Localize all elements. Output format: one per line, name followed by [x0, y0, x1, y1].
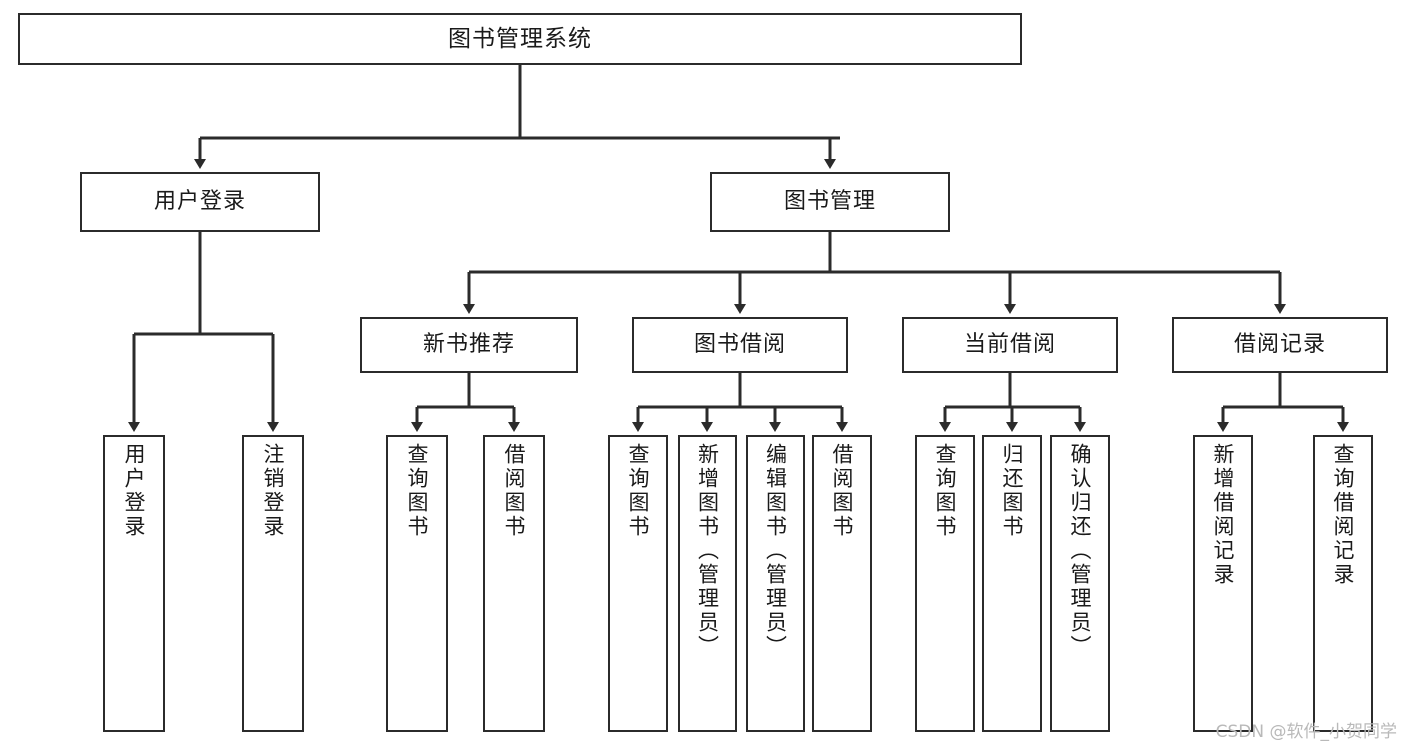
node-leaf-edit-book-admin-label: 编辑图书（管理员） — [763, 443, 788, 659]
node-new-book-recommend[interactable]: 新书推荐 — [360, 317, 578, 373]
node-leaf-user-login-label: 用户登录 — [122, 443, 147, 539]
node-leaf-return-book[interactable]: 归还图书 — [982, 435, 1042, 732]
node-user-login[interactable]: 用户登录 — [80, 172, 320, 232]
node-leaf-query-book-2-label: 查询图书 — [626, 443, 651, 539]
node-leaf-edit-book-admin[interactable]: 编辑图书（管理员） — [746, 435, 805, 732]
node-borrow-record[interactable]: 借阅记录 — [1172, 317, 1388, 373]
node-leaf-logout[interactable]: 注销登录 — [242, 435, 304, 732]
node-leaf-add-borrow-record-label: 新增借阅记录 — [1211, 443, 1236, 587]
node-current-borrow-label: 当前借阅 — [963, 331, 1056, 357]
node-root-label: 图书管理系统 — [448, 25, 592, 52]
node-leaf-add-book-admin-label: 新增图书（管理员） — [695, 443, 720, 659]
node-leaf-borrow-book-2-label: 借阅图书 — [830, 443, 855, 539]
node-new-book-recommend-label: 新书推荐 — [422, 331, 515, 357]
node-leaf-add-borrow-record[interactable]: 新增借阅记录 — [1193, 435, 1253, 732]
node-user-login-label: 用户登录 — [153, 188, 246, 214]
node-leaf-return-book-label: 归还图书 — [1000, 443, 1025, 539]
node-book-manage-label: 图书管理 — [783, 188, 876, 214]
node-leaf-borrow-book-1[interactable]: 借阅图书 — [483, 435, 545, 732]
node-book-manage[interactable]: 图书管理 — [710, 172, 950, 232]
node-leaf-logout-label: 注销登录 — [261, 443, 286, 539]
watermark-text: CSDN @软件_小贺同学 — [1215, 722, 1397, 742]
node-root[interactable]: 图书管理系统 — [18, 13, 1022, 65]
node-leaf-query-book-2[interactable]: 查询图书 — [608, 435, 668, 732]
node-leaf-query-borrow-record[interactable]: 查询借阅记录 — [1313, 435, 1373, 732]
node-leaf-borrow-book-2[interactable]: 借阅图书 — [812, 435, 872, 732]
node-book-borrow-label: 图书借阅 — [693, 331, 786, 357]
node-leaf-confirm-return-admin-label: 确认归还（管理员） — [1068, 443, 1093, 659]
node-leaf-query-book-3[interactable]: 查询图书 — [915, 435, 975, 732]
node-leaf-borrow-book-1-label: 借阅图书 — [502, 443, 527, 539]
node-current-borrow[interactable]: 当前借阅 — [902, 317, 1118, 373]
node-leaf-add-book-admin[interactable]: 新增图书（管理员） — [678, 435, 737, 732]
node-leaf-query-borrow-record-label: 查询借阅记录 — [1331, 443, 1356, 587]
node-leaf-query-book-1-label: 查询图书 — [405, 443, 430, 539]
node-borrow-record-label: 借阅记录 — [1233, 331, 1326, 357]
node-leaf-query-book-3-label: 查询图书 — [933, 443, 958, 539]
node-leaf-user-login[interactable]: 用户登录 — [103, 435, 165, 732]
node-leaf-query-book-1[interactable]: 查询图书 — [386, 435, 448, 732]
node-book-borrow[interactable]: 图书借阅 — [632, 317, 848, 373]
node-leaf-confirm-return-admin[interactable]: 确认归还（管理员） — [1050, 435, 1110, 732]
